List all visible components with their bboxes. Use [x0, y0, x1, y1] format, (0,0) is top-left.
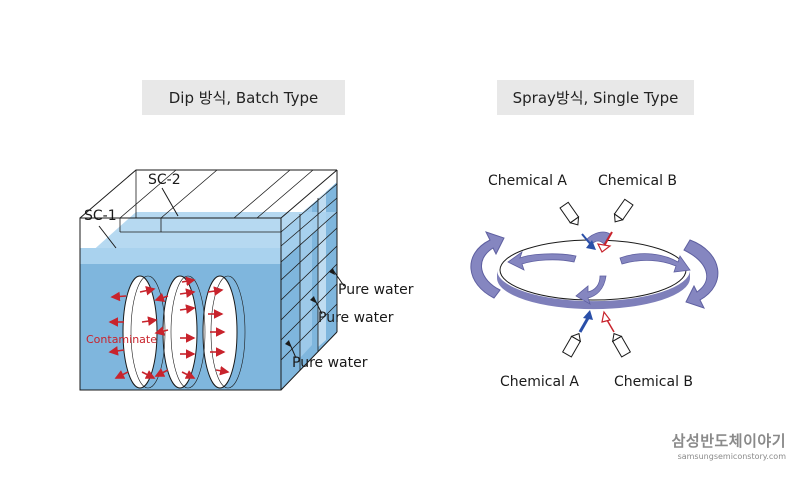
spray-arrow-top-b [596, 231, 613, 253]
label-chemical-b-bottom: Chemical B [614, 374, 694, 390]
flow-arrow-bottom [575, 275, 607, 305]
label-sc2: SC-2 [148, 172, 181, 188]
contaminate-arrows [108, 276, 230, 379]
nozzle-top-left [559, 201, 580, 226]
spray-arrow-top-a [581, 233, 596, 250]
label-pure-water-1: Pure water [338, 282, 414, 298]
spray-title: Spray방식, Single Type [497, 80, 694, 115]
brand-name: 삼성반도체이야기 [671, 432, 786, 450]
label-contaminate: Contaminate [86, 333, 158, 346]
spin-disk [497, 239, 690, 310]
wafer-1 [122, 275, 158, 389]
rotation-arrow-left [470, 231, 505, 299]
nozzle-top-right [613, 198, 634, 223]
nozzle-bottom-left [561, 332, 582, 358]
label-pure-water-3: Pure water [292, 355, 368, 371]
rotation-arrow-right [683, 239, 719, 309]
dip-title: Dip 방식, Batch Type [142, 80, 345, 115]
label-chemical-a-top: Chemical A [488, 173, 567, 189]
spray-arrow-bottom-b [601, 310, 615, 333]
spray-arrow-bottom-a [578, 310, 593, 333]
rotation-arrows-outer [470, 231, 719, 309]
label-sc1: SC-1 [84, 208, 117, 224]
label-pure-water-2: Pure water [318, 310, 394, 326]
pw2-leader [313, 297, 323, 315]
flow-arrow-right [619, 253, 691, 273]
sc2-leader [161, 187, 179, 217]
label-chemical-a-bottom: Chemical A [500, 374, 579, 390]
flow-arrow-left [507, 250, 577, 271]
brand-watermark: 삼성반도체이야기 samsungsemiconstory.com [672, 430, 786, 461]
nozzle-bottom-right [611, 332, 632, 358]
label-chemical-b-top: Chemical B [598, 173, 678, 189]
brand-url: samsungsemiconstory.com [677, 452, 786, 461]
sc1-leader [98, 225, 117, 249]
pw1-leader [332, 269, 345, 287]
